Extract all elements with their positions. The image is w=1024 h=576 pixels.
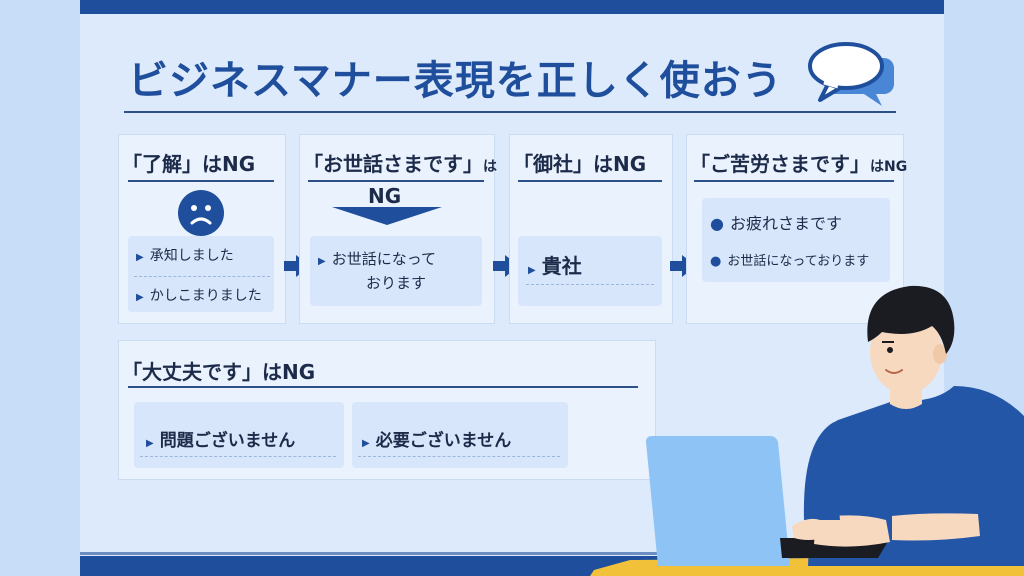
- card-ryokai-heading: 「了解」はNG: [122, 152, 256, 176]
- person-with-laptop-illustration: [590, 285, 1024, 576]
- ng-label: NG: [368, 184, 402, 208]
- card-daijobu-heading: 「大丈夫です」はNG: [122, 360, 316, 384]
- top-bar: [80, 0, 944, 14]
- speech-bubbles-icon: [808, 42, 894, 106]
- card-daijobu-answer-box-1: [134, 402, 344, 468]
- divider: [526, 284, 654, 285]
- divider: [140, 456, 336, 457]
- dot-bullet-icon: ●: [710, 254, 722, 269]
- triangle-bullet-icon: ▶: [136, 292, 144, 303]
- triangle-bullet-icon: ▶: [136, 252, 144, 263]
- card-osewa-heading: 「お世話さまです」は: [303, 152, 497, 176]
- list-item: ●お疲れさまです: [710, 214, 842, 233]
- triangle-bullet-icon: ▶: [528, 265, 536, 276]
- title-underline: [124, 111, 896, 113]
- list-item: ▶必要ございません: [362, 431, 512, 451]
- list-item: ▶お世話になって: [318, 250, 436, 268]
- bottom-rule: [80, 552, 944, 555]
- divider: [134, 276, 270, 277]
- list-item: ●お世話になっております: [710, 254, 870, 269]
- card-ryokai-answer-box: [128, 236, 274, 312]
- card-onsha-heading: 「御社」はNG: [513, 152, 647, 176]
- triangle-bullet-icon: ▶: [146, 438, 154, 449]
- card-onsha-answer-box: [518, 236, 662, 306]
- card-osewa-answer-box: [310, 236, 482, 306]
- triangle-bullet-icon: ▶: [318, 256, 326, 267]
- card-onsha-rule: [518, 180, 662, 182]
- list-item: ▶問題ございません: [146, 431, 296, 451]
- list-item: ▶承知しました: [136, 248, 234, 264]
- card-gokuro-heading: 「ご苦労さまです」はNG: [690, 152, 908, 176]
- dot-bullet-icon: ●: [710, 214, 724, 233]
- right-arrow-icon: [493, 255, 519, 277]
- right-arrow-icon: [284, 255, 310, 277]
- down-arrow-icon: [332, 207, 442, 225]
- card-gokuro-answer-box: [702, 198, 890, 282]
- page-title: ビジネスマナー表現を正しく使おう: [128, 58, 783, 104]
- card-daijobu-rule: [128, 386, 638, 388]
- list-item: ▶かしこまりました: [136, 288, 262, 304]
- card-ryokai-rule: [128, 180, 274, 182]
- sad-face-icon: [178, 190, 224, 236]
- right-arrow-icon: [670, 255, 696, 277]
- list-item-continued: おります: [366, 274, 427, 292]
- divider: [358, 456, 560, 457]
- card-daijobu-answer-box-2: [352, 402, 568, 468]
- card-gokuro-rule: [694, 180, 894, 182]
- list-item: ▶貴社: [528, 254, 582, 278]
- card-osewa-rule: [308, 180, 484, 182]
- triangle-bullet-icon: ▶: [362, 438, 370, 449]
